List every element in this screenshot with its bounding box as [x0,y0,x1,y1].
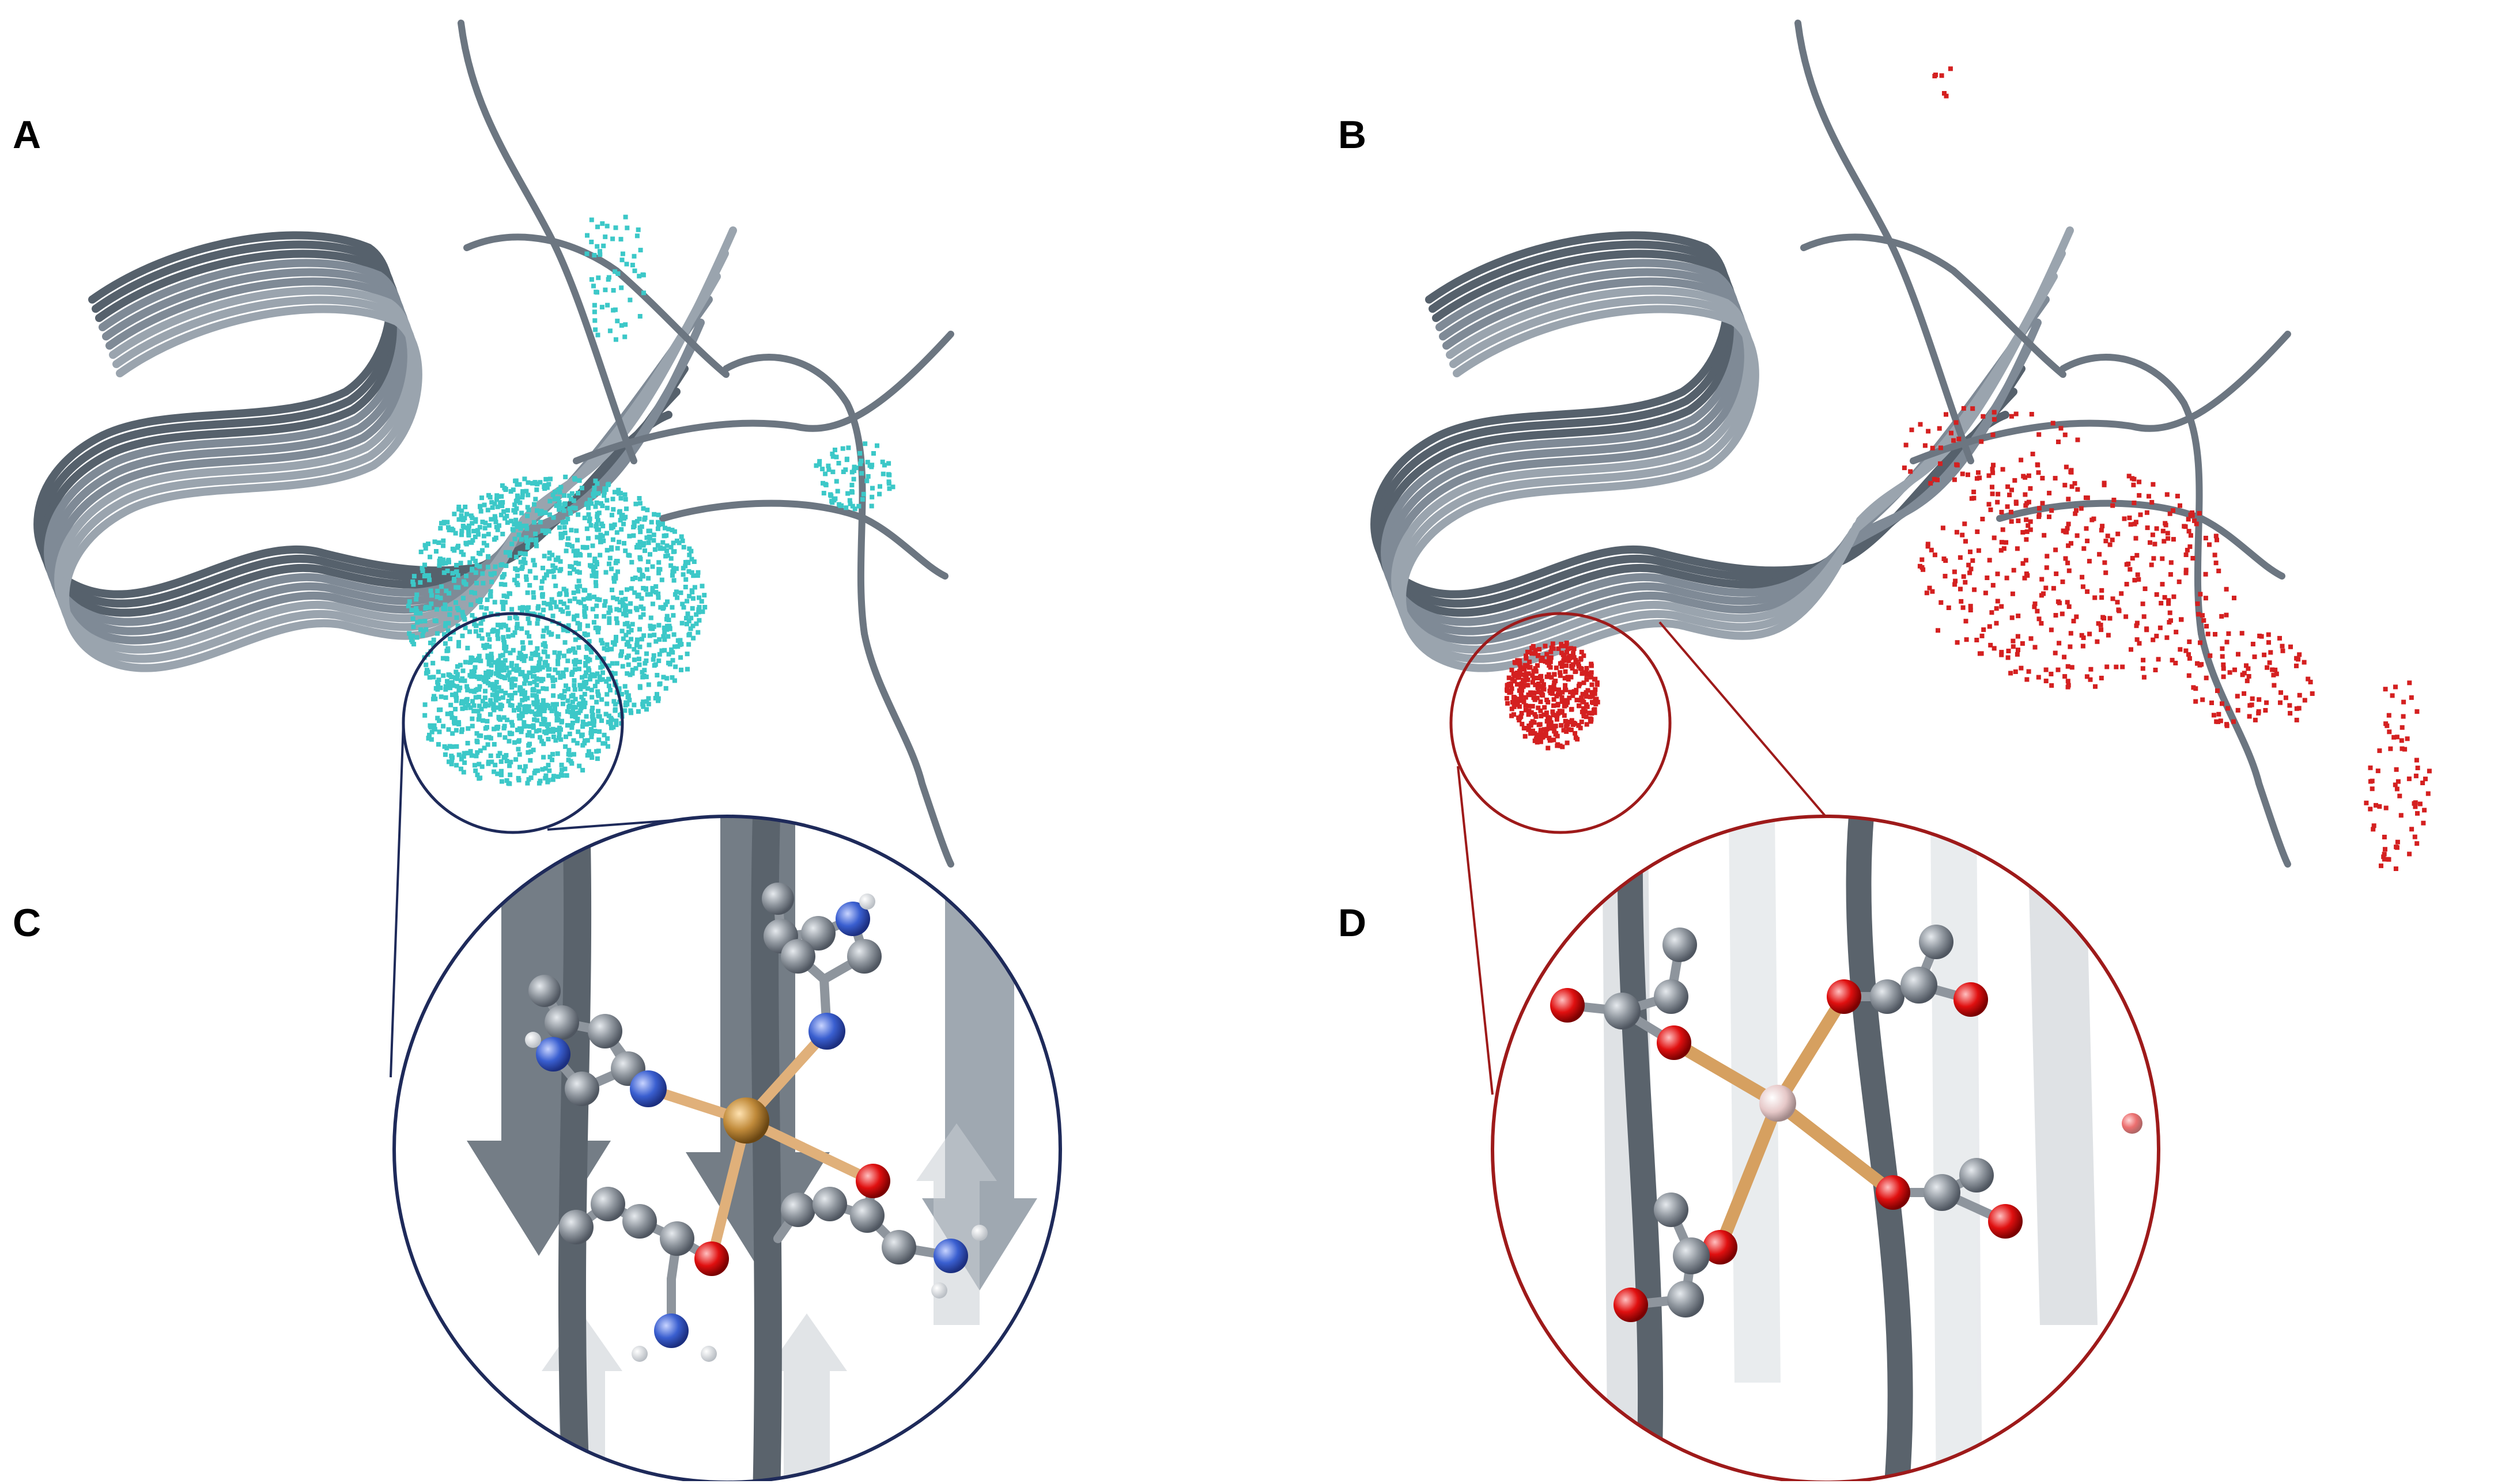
panel-c-zoom-copper-site [392,815,1062,1484]
panel-b-ribbon-structure [1370,20,2432,1095]
zoom-connector-left-b [1457,766,1494,1095]
zoom-connector-right-b [1658,621,1827,817]
zoom-source-circle-b [1449,612,1672,834]
copper-ion-icon [723,1097,769,1144]
panel-label-c: C [13,901,41,945]
panel-label-a: A [13,113,41,157]
zoom-connector-left-a [390,722,405,1078]
panel-label-d: D [1338,901,1367,945]
panel-d-zoom-metal-site [1491,815,2160,1484]
panel-a-ribbon-structure [33,20,954,1078]
panel-label-b: B [1338,113,1367,157]
metal-ion-icon [1759,1085,1796,1122]
